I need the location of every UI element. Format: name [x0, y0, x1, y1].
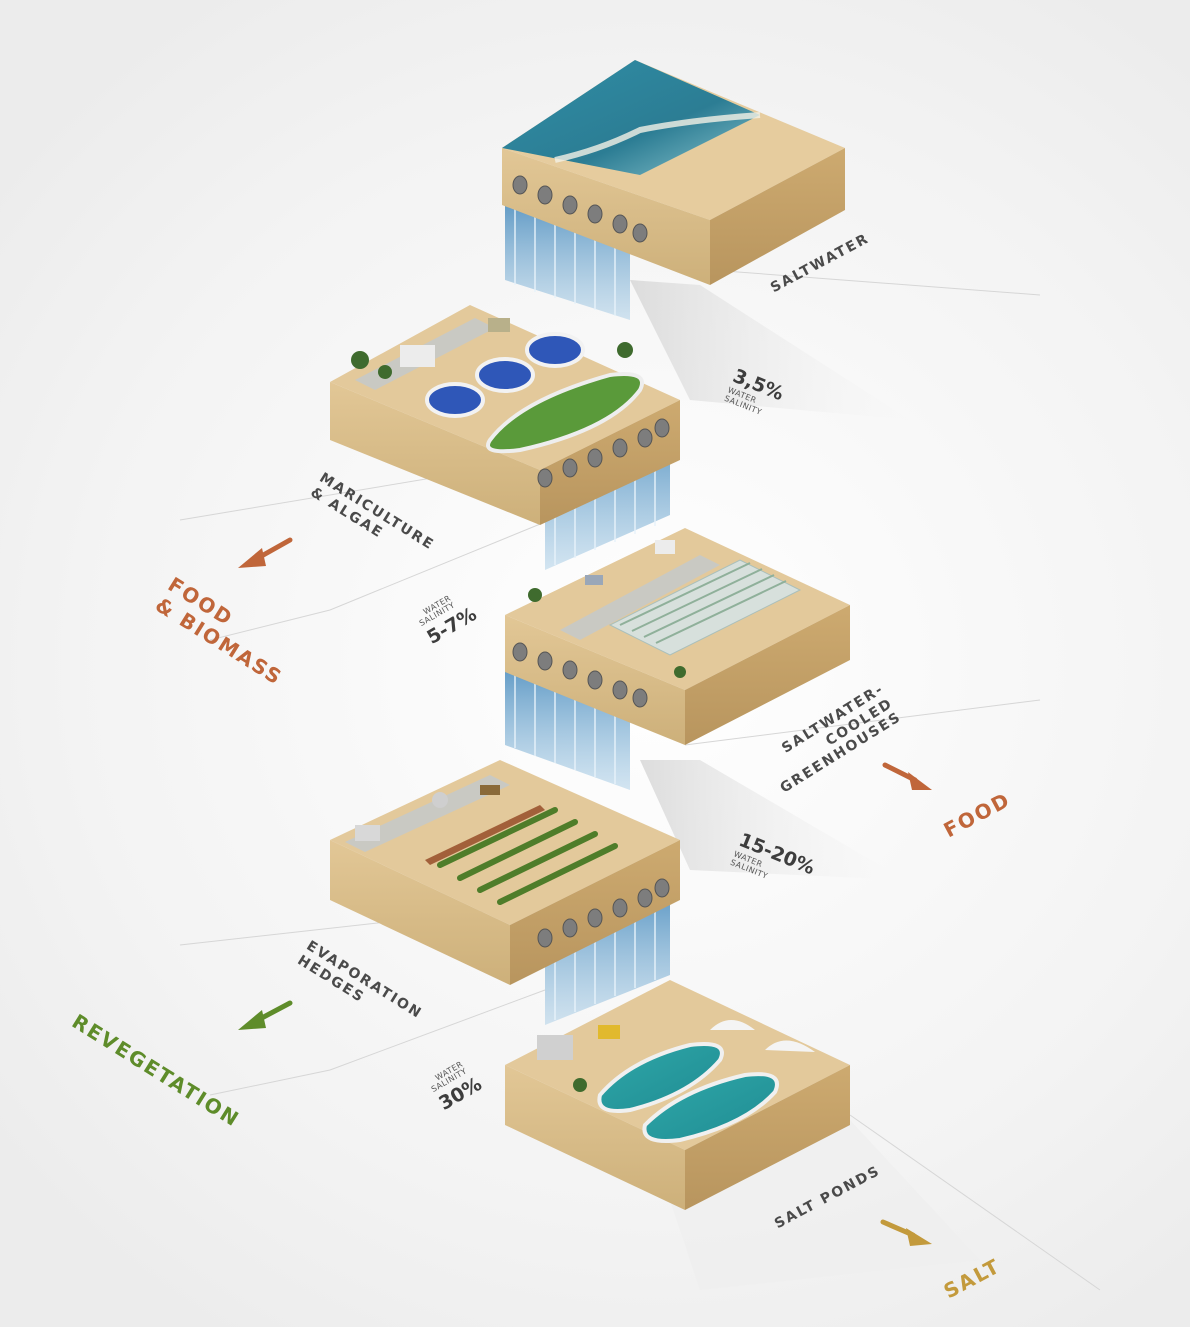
arrow-food-biomass — [238, 537, 293, 568]
guide-lines — [179, 267, 1101, 1291]
arrow-revegetation — [238, 1000, 293, 1030]
mariculture-block — [330, 305, 680, 525]
hedges-block — [330, 760, 680, 985]
waterfall-1 — [505, 195, 630, 320]
salt-ponds-block — [505, 980, 850, 1210]
algae-tanks — [425, 332, 585, 418]
saltwater-block — [502, 60, 845, 285]
arrow-food — [882, 762, 932, 790]
shadow-wedges — [630, 280, 980, 1290]
arrow-salt — [880, 1219, 932, 1246]
hedge-rows — [437, 807, 618, 905]
greenhouse-block — [505, 528, 850, 745]
